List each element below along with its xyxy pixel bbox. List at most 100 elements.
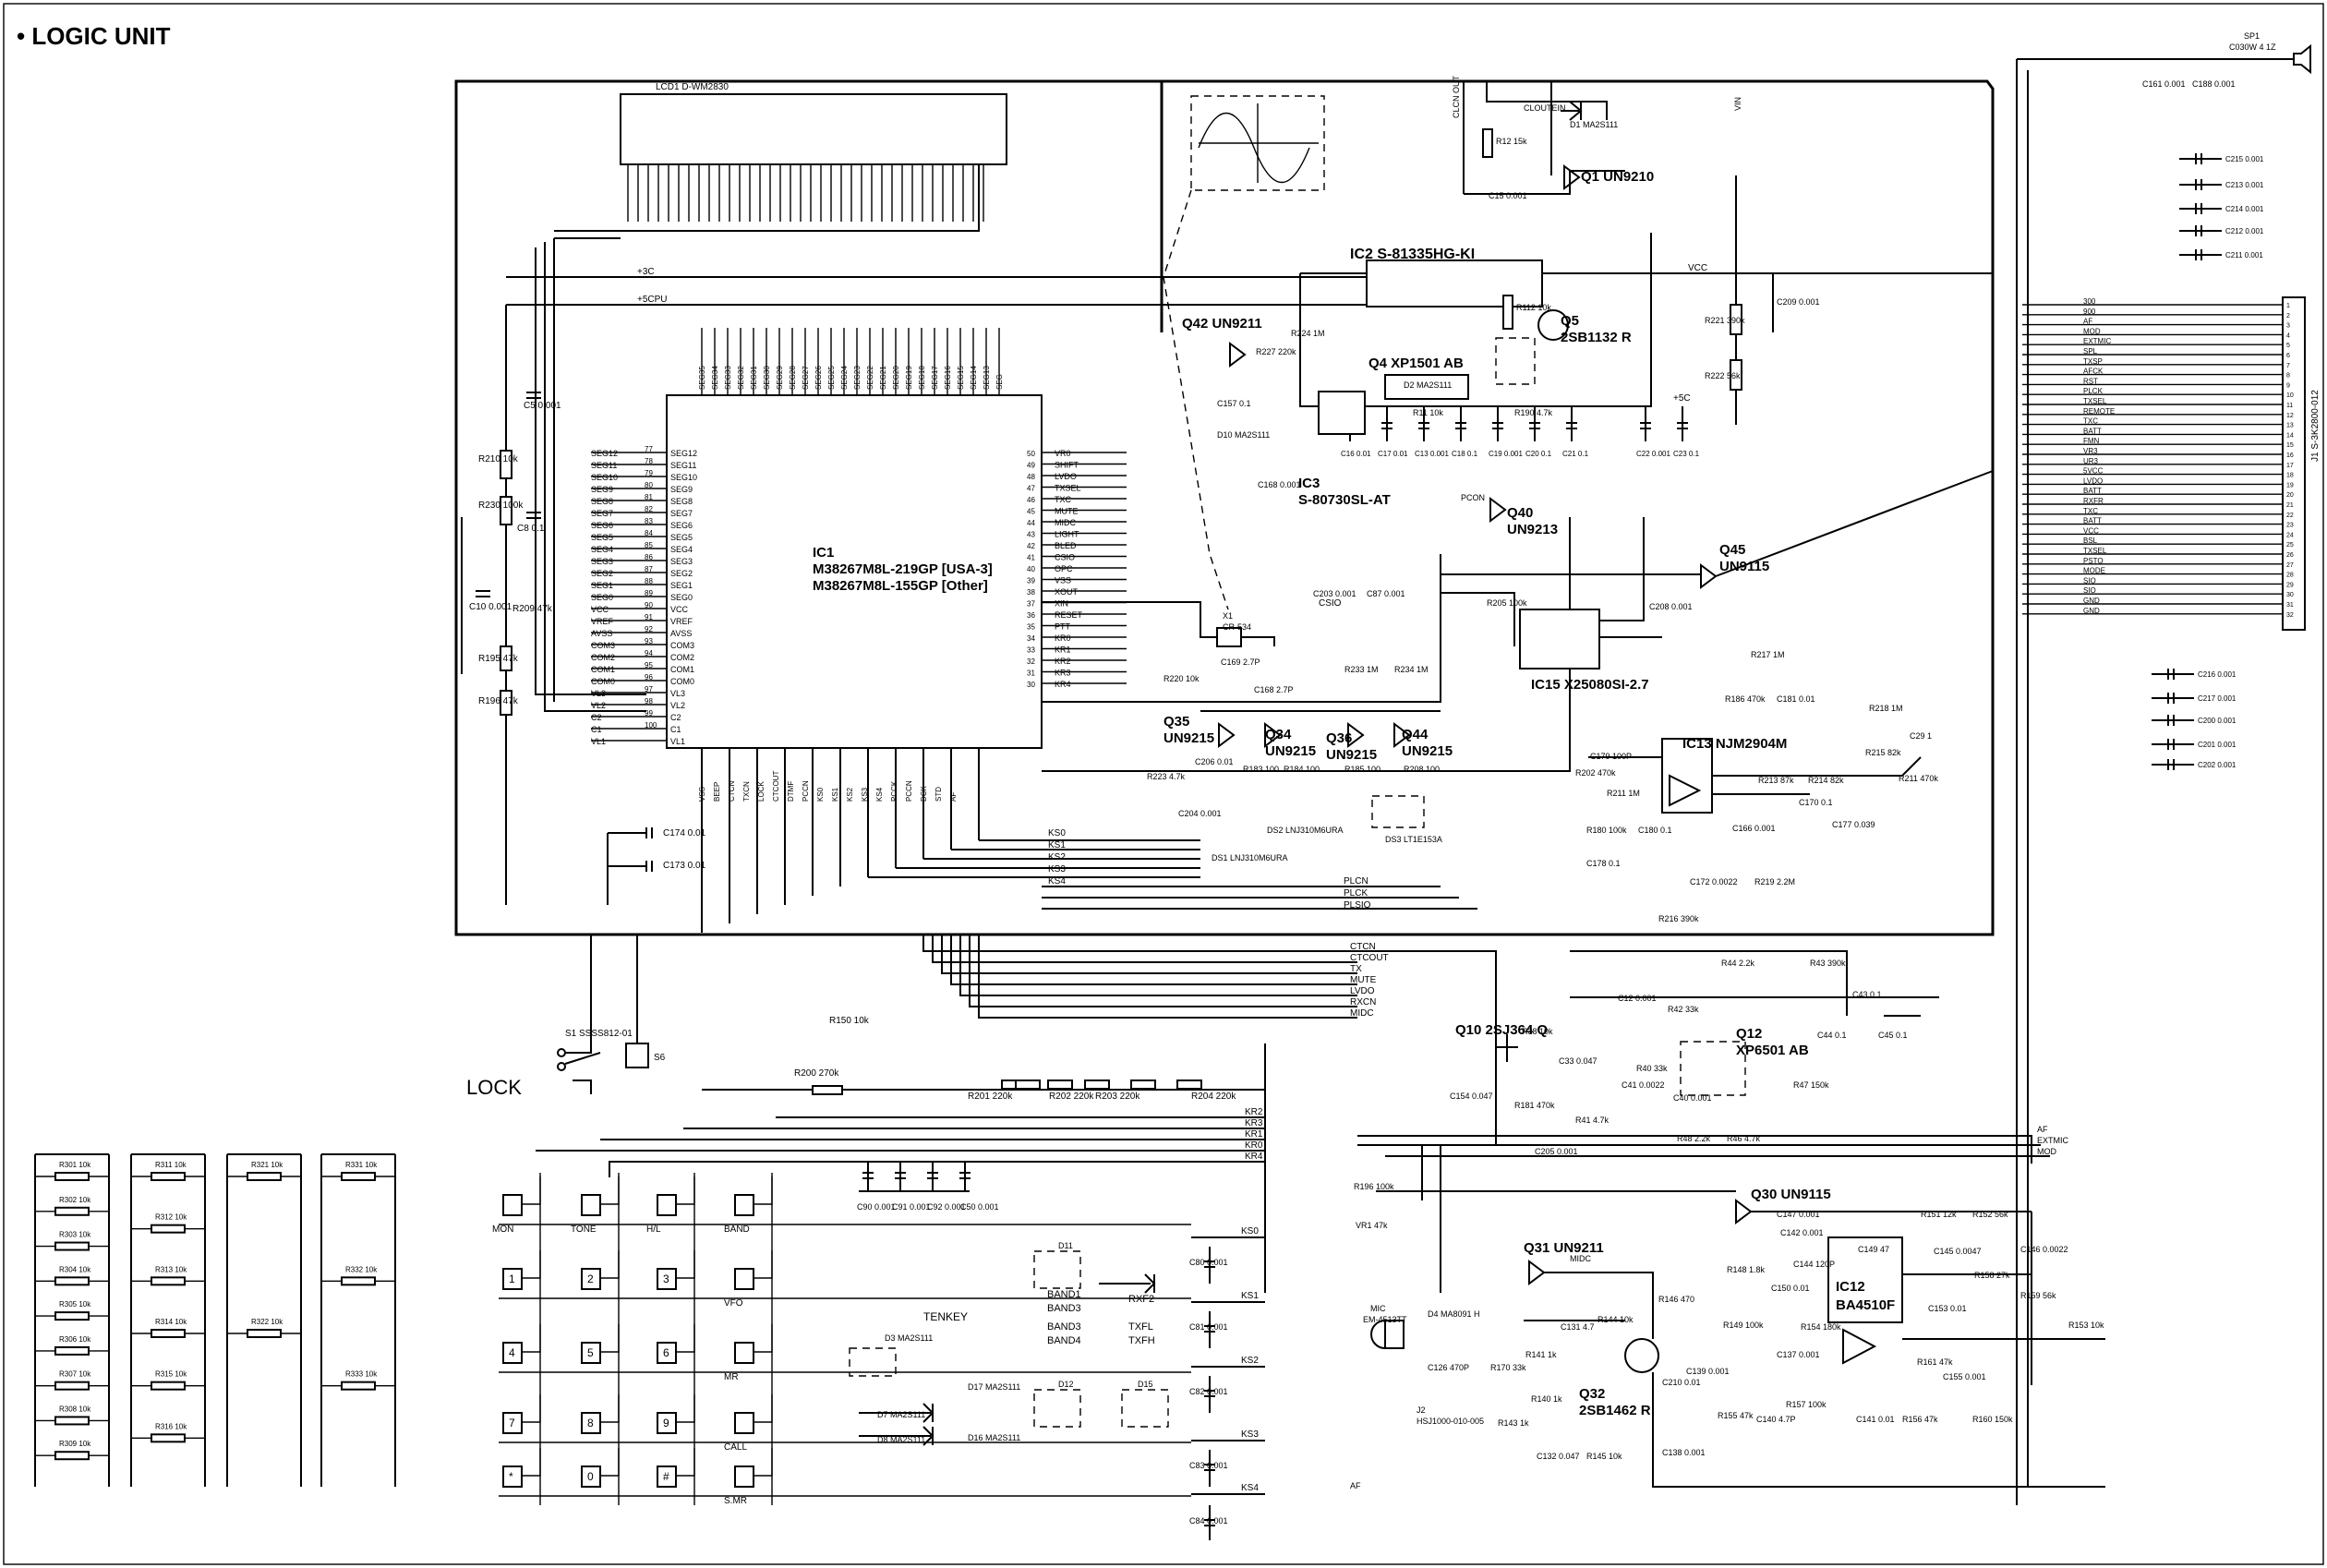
svg-text:C142 0.001: C142 0.001 bbox=[1780, 1228, 1824, 1237]
ic2-cap-label: C22 0.001 bbox=[1636, 450, 1670, 458]
q4-box bbox=[1495, 337, 1536, 385]
ic1-right-pin-label: XOUT bbox=[1055, 587, 1079, 597]
j1-pin-num: 3 bbox=[2286, 323, 2290, 330]
svg-text:R40 33k: R40 33k bbox=[1636, 1064, 1668, 1073]
q10-symbol bbox=[1496, 1034, 1518, 1062]
rnet-resistor bbox=[341, 1276, 376, 1286]
ic1-right-pin-label: XIN bbox=[1055, 599, 1068, 609]
key-lead bbox=[522, 1448, 541, 1477]
part-r146: R146 470 bbox=[1658, 1295, 1694, 1304]
q4-label: Q4 XP1501 AB bbox=[1368, 356, 1464, 371]
part-c210: C210 0.01 bbox=[1662, 1378, 1701, 1387]
rnet-resistor bbox=[341, 1381, 376, 1391]
part-r221: R221 390k bbox=[1705, 316, 1745, 325]
j1-pin-num: 12 bbox=[2286, 413, 2294, 419]
ic2-cap-label: C21 0.1 bbox=[1562, 450, 1589, 458]
q32-b: 2SB1462 R bbox=[1579, 1403, 1651, 1418]
x1-val: CR-534 bbox=[1223, 622, 1251, 632]
svg-text:C177 0.039: C177 0.039 bbox=[1832, 820, 1875, 829]
j1-pin-label: BATT bbox=[2083, 517, 2102, 525]
part-r141: R141 1k bbox=[1525, 1350, 1557, 1359]
net-ks4: KS4 bbox=[1048, 876, 1066, 887]
ic1-left-pin-label: COM3 bbox=[670, 641, 694, 650]
part-c174: C174 0.01 bbox=[663, 828, 706, 838]
part-r112: R112 10k bbox=[1516, 303, 1551, 312]
svg-text:C150 0.01: C150 0.01 bbox=[1771, 1284, 1810, 1293]
ic1-left-pin-label: SEG4 bbox=[670, 545, 693, 554]
j1-pin-label: UR3 bbox=[2083, 457, 2099, 465]
ic2-cap-label: C19 0.001 bbox=[1489, 450, 1523, 458]
part-c92: C92 0.001 bbox=[927, 1202, 966, 1212]
q45-symbol bbox=[1700, 563, 1718, 589]
ic1-left-pin-num: 86 bbox=[645, 553, 653, 561]
svg-text:R211 470k: R211 470k bbox=[1899, 774, 1938, 783]
ic1-left-pin-label: SEG3 bbox=[670, 557, 693, 566]
band-3: BAND3 bbox=[1047, 1321, 1081, 1333]
q32-symbol bbox=[1624, 1338, 1659, 1373]
ic1-left-net-label: SEG8 bbox=[591, 497, 613, 506]
svg-text:C170 0.1: C170 0.1 bbox=[1799, 798, 1833, 807]
j1-pin-label: TXSEL bbox=[2083, 397, 2107, 405]
part-d16: D16 MA2S111 bbox=[968, 1433, 1020, 1442]
part-d11: D11 bbox=[1058, 1241, 1073, 1250]
svg-text:C149 47: C149 47 bbox=[1858, 1245, 1889, 1254]
ic1-left-pin-num: 90 bbox=[645, 601, 653, 609]
ks4-right: KS4 bbox=[1241, 1483, 1259, 1493]
rnet-label: R311 10k bbox=[155, 1161, 187, 1169]
lcd-pin-lines bbox=[627, 164, 984, 222]
q45-wiring bbox=[1441, 470, 1994, 577]
q35-a: Q35 bbox=[1164, 714, 1189, 730]
d2-r11-box bbox=[1384, 374, 1469, 400]
q5-symbol bbox=[1537, 309, 1569, 341]
rnet-resistor bbox=[151, 1433, 186, 1443]
q12-b: XP6501 AB bbox=[1736, 1043, 1809, 1058]
ic1-right-pin-label: KR0 bbox=[1055, 633, 1071, 643]
rnet-label: R302 10k bbox=[59, 1196, 91, 1204]
q40-label-a: Q40 bbox=[1507, 505, 1533, 521]
part-c10: C10 0.001 bbox=[469, 602, 512, 612]
svg-text:C155 0.001: C155 0.001 bbox=[1943, 1372, 1986, 1381]
ic1-bottom-pin-label: DTMF bbox=[787, 781, 795, 802]
net-3c: +3C bbox=[637, 267, 655, 277]
ic1-left-pin-num: 95 bbox=[645, 661, 653, 669]
jcap-label: C212 0.001 bbox=[2225, 227, 2264, 235]
net-plcn: PLCN bbox=[1344, 876, 1368, 887]
ic2-cap-label: C17 0.01 bbox=[1378, 450, 1408, 458]
part-vr: VR1 47k bbox=[1356, 1221, 1388, 1230]
ic1-left-net-label: SEG9 bbox=[591, 485, 613, 494]
j1-pin-num: 24 bbox=[2286, 532, 2294, 538]
ic1-left-pin-label: C1 bbox=[670, 725, 681, 734]
ic1-right-pin-num: 30 bbox=[1027, 681, 1035, 689]
svg-text:R216 390k: R216 390k bbox=[1658, 914, 1699, 923]
part-r224: R224 1M bbox=[1291, 329, 1325, 338]
key-label-tone: TONE bbox=[571, 1224, 597, 1235]
part-ds3: DS3 LT1E153A bbox=[1385, 835, 1442, 844]
ic1-bottom-bus bbox=[701, 748, 980, 933]
ic1-top-pin-label: SEG15 bbox=[957, 366, 965, 390]
rnet-label: R304 10k bbox=[59, 1265, 91, 1273]
ic1-left-pin-label: SEG9 bbox=[670, 485, 693, 494]
part-r208: R208 100 bbox=[1404, 765, 1440, 774]
tenkey-label: TENKEY bbox=[923, 1310, 968, 1323]
ic1-right-pin-label: LIGHT bbox=[1055, 530, 1079, 539]
key-mr bbox=[734, 1342, 754, 1364]
key-label-k3: 3 bbox=[663, 1272, 669, 1285]
key-label-kstar: * bbox=[509, 1470, 513, 1483]
j1-pin-num: 17 bbox=[2286, 463, 2294, 469]
page-frame bbox=[3, 3, 2324, 1565]
txfl-1: RXF2 bbox=[1128, 1294, 1154, 1305]
j1-pin-num: 27 bbox=[2286, 562, 2294, 569]
svg-text:R215 82k: R215 82k bbox=[1865, 748, 1901, 757]
ic1-right-pin-label: BLED bbox=[1055, 541, 1077, 550]
ic1-bottom-pin-label: PCCK bbox=[890, 780, 898, 802]
key-label-khash: # bbox=[663, 1470, 669, 1483]
key-lead bbox=[522, 1324, 541, 1353]
part-d2: D2 MA2S111 bbox=[1404, 380, 1452, 390]
key-label-vfo: VFO bbox=[724, 1298, 743, 1309]
key-band bbox=[734, 1194, 754, 1216]
q12-box bbox=[1680, 1041, 1746, 1096]
svg-text:C45 0.1: C45 0.1 bbox=[1878, 1031, 1908, 1040]
q30-label: Q30 UN9115 bbox=[1751, 1187, 1831, 1202]
rnet-resistor bbox=[54, 1345, 90, 1356]
